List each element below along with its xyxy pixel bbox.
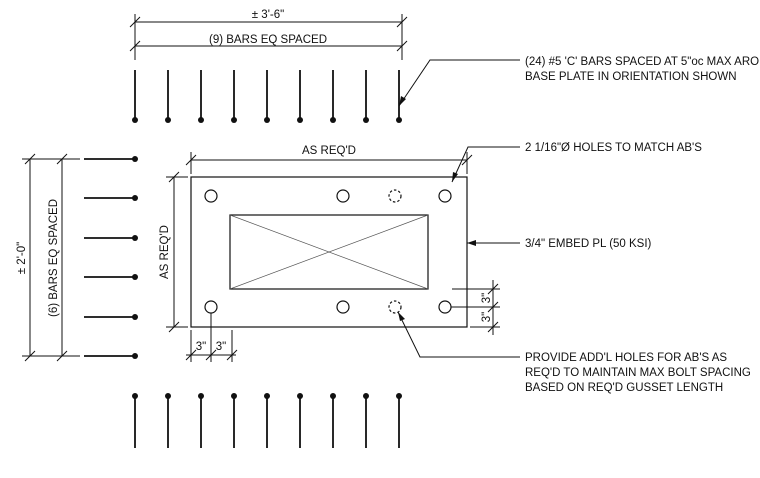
gusset-outline [229, 214, 429, 290]
note-addl-line2: REQ'D TO MAINTAIN MAX BOLT SPACING [525, 367, 751, 379]
plate-height-dimension: AS REQ'D [159, 171, 188, 333]
edge-left-a-label: 3" [196, 341, 206, 353]
edge-right-top-label: 3" [481, 293, 493, 303]
left-overall-label: ± 2'-0" [16, 242, 28, 274]
top-bars-dimension: (9) BARS EQ SPACED [129, 34, 408, 52]
top-bar-row [132, 70, 402, 123]
left-overall-dimension: ± 2'-0" [16, 153, 80, 362]
bottom-bar-row [132, 393, 402, 448]
edge-left-b-label: 3" [216, 341, 226, 353]
note-bars-line1: (24) #5 'C' BARS SPACED AT 5"oc MAX AROU… [525, 56, 760, 68]
top-bars-label: (9) BARS EQ SPACED [209, 34, 327, 46]
left-bar-column [84, 156, 138, 359]
note-addl-line3: BASED ON REQ'D GUSSET LENGTH [525, 382, 723, 394]
note-bars-line2: BASE PLATE IN ORIENTATION SHOWN [525, 71, 737, 83]
embed-plate [190, 176, 468, 328]
holes-leader [451, 146, 520, 183]
note-plate: 3/4" EMBED PL (50 KSI) [525, 238, 652, 250]
note-addl-line1: PROVIDE ADD'L HOLES FOR AB'S AS [525, 352, 727, 364]
plate-leader [467, 240, 520, 246]
plate-width-label: AS REQ'D [302, 145, 356, 157]
addl-holes-leader [397, 311, 520, 358]
left-bars-dimension: (6) BARS EQ SPACED [48, 153, 68, 362]
top-overall-label: ± 3'-6" [252, 9, 284, 21]
top-overall-dimension: ± 3'-6" [129, 9, 408, 60]
plate-height-label: AS REQ'D [159, 225, 171, 279]
edge-distance-right: 3" 3" [451, 280, 500, 335]
note-holes: 2 1/16"Ø HOLES TO MATCH AB'S [525, 142, 702, 154]
bars-leader [398, 59, 520, 107]
left-bars-label: (6) BARS EQ SPACED [48, 199, 60, 317]
edge-right-bottom-label: 3" [481, 312, 493, 322]
edge-distance-left: 3" 3" [185, 313, 238, 362]
plate-width-dimension: AS REQ'D [185, 145, 473, 174]
additional-holes-dashed [388, 189, 402, 314]
